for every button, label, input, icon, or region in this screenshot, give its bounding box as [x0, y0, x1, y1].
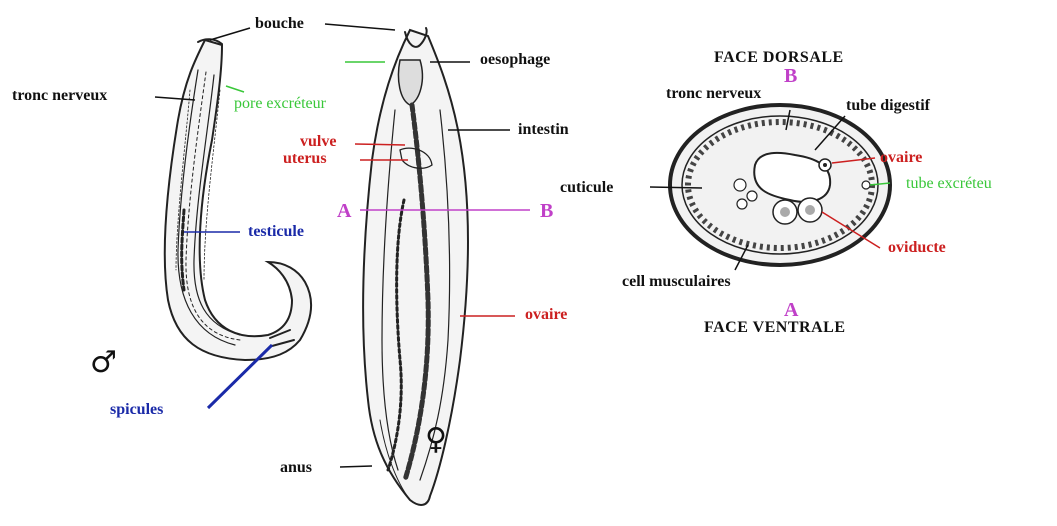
label-face-dorsale: FACE DORSALE — [714, 50, 844, 66]
label-tronc-nerveux-left: tronc nerveux — [12, 88, 107, 104]
label-ovaire-female: ovaire — [525, 307, 567, 323]
label-cut-b: B — [540, 201, 553, 221]
label-cell-musculaires: cell musculaires — [622, 274, 731, 290]
label-spicules: spicules — [110, 402, 163, 418]
female-worm — [363, 28, 468, 505]
male-symbol: ♂ — [90, 348, 117, 378]
label-pore-excreteur: pore excréteur — [234, 96, 326, 112]
label-anus: anus — [280, 460, 312, 476]
male-worm — [165, 39, 311, 360]
female-symbol: ♀ — [425, 425, 447, 455]
label-vulve: vulve — [300, 134, 336, 150]
label-section-a: A — [784, 300, 798, 320]
label-bouche: bouche — [255, 16, 304, 32]
label-tronc-nerveux-section: tronc nerveux — [666, 86, 761, 102]
label-cut-a: A — [337, 201, 351, 221]
label-tube-digestif: tube digestif — [846, 98, 930, 114]
label-oviducte: oviducte — [888, 240, 946, 256]
cross-section — [670, 105, 890, 265]
label-ovaire-section: ovaire — [880, 150, 922, 166]
label-intestin: intestin — [518, 122, 569, 138]
label-testicule: testicule — [248, 224, 304, 240]
label-cuticule: cuticule — [560, 180, 613, 196]
label-section-b: B — [784, 66, 797, 86]
label-uterus: uterus — [283, 151, 327, 167]
label-oesophage: oesophage — [480, 52, 550, 68]
label-face-ventrale: FACE VENTRALE — [704, 320, 845, 336]
label-tube-excreteu: tube excréteu — [906, 176, 992, 192]
